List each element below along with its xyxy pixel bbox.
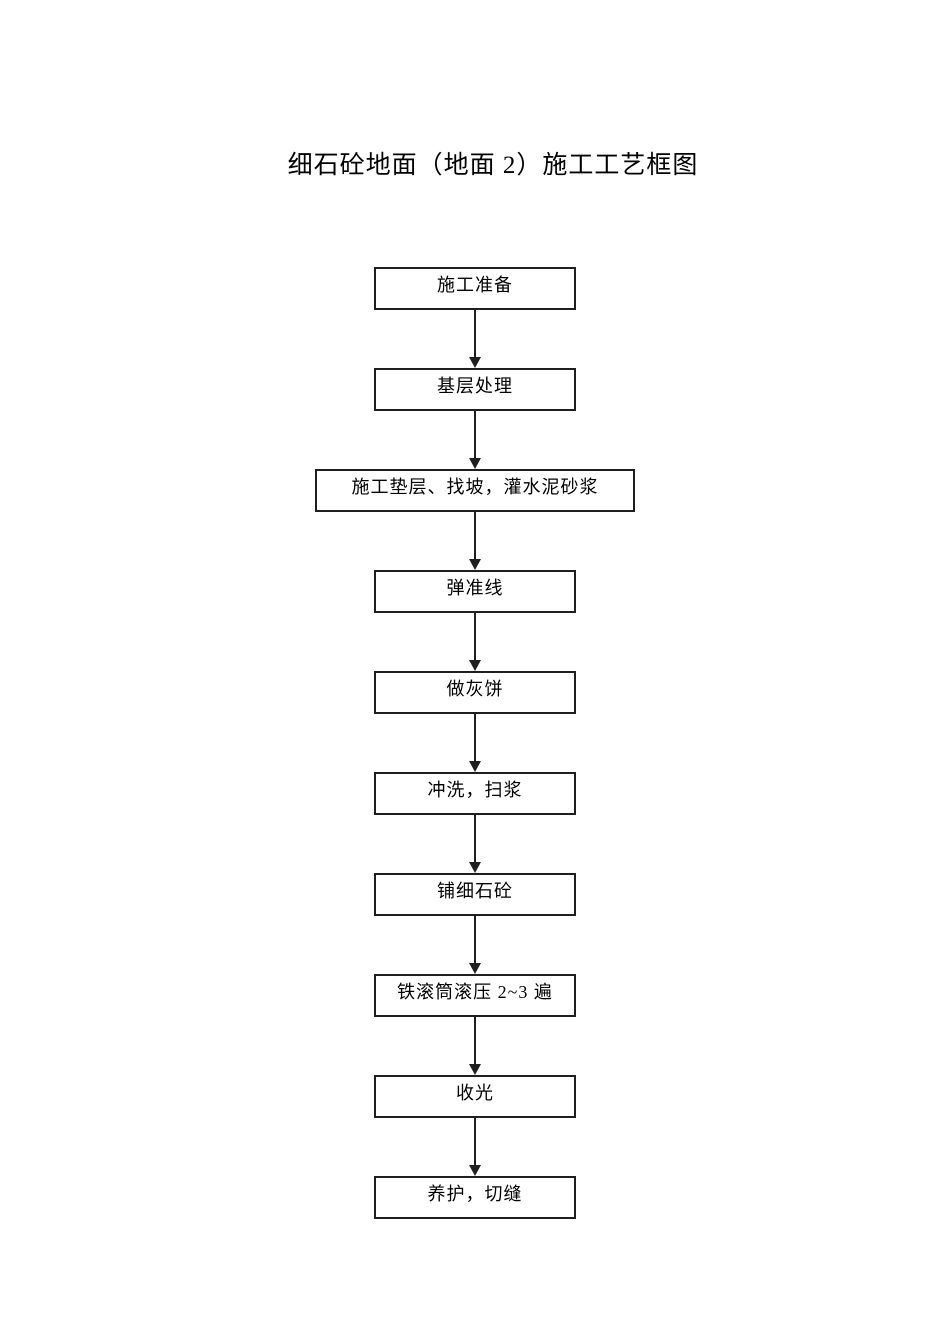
flow-step-label: 基层处理 bbox=[437, 376, 513, 396]
arrowhead-icon bbox=[469, 559, 481, 570]
arrow-line bbox=[474, 1017, 476, 1064]
flow-step-label: 施工准备 bbox=[437, 275, 513, 295]
flow-step-lay-fine-concrete: 铺细石砼 bbox=[374, 873, 576, 916]
arrowhead-icon bbox=[469, 963, 481, 974]
flow-step-curing-cut-joints: 养护，切缝 bbox=[374, 1176, 576, 1219]
flow-step-label: 铺细石砼 bbox=[437, 881, 513, 901]
flow-step-label: 铁滚筒滚压 2~3 遍 bbox=[397, 982, 553, 1002]
arrow-line bbox=[474, 714, 476, 761]
arrow-line bbox=[474, 613, 476, 660]
arrowhead-icon bbox=[469, 357, 481, 368]
flow-step-label: 施工垫层、找坡，灌水泥砂浆 bbox=[351, 477, 599, 497]
flow-step-cushion-slope-mortar: 施工垫层、找坡，灌水泥砂浆 bbox=[315, 469, 635, 512]
arrowhead-icon bbox=[469, 862, 481, 873]
flow-step-label: 养护，切缝 bbox=[427, 1184, 523, 1204]
arrowhead-icon bbox=[469, 660, 481, 671]
flow-step-snap-reference-line: 弹准线 bbox=[374, 570, 576, 613]
page-title: 细石砼地面（地面 2）施工工艺框图 bbox=[287, 152, 699, 179]
down-arrow bbox=[468, 916, 482, 974]
flowchart: 施工准备 基层处理 施工垫层、找坡，灌水泥砂浆 弹准线 做灰饼 冲洗，扫浆 bbox=[0, 267, 950, 1219]
flow-step-finishing: 收光 bbox=[374, 1075, 576, 1118]
down-arrow bbox=[468, 815, 482, 873]
flow-step-construction-preparation: 施工准备 bbox=[374, 267, 576, 310]
flow-step-wash-sweep-slurry: 冲洗，扫浆 bbox=[374, 772, 576, 815]
flow-step-label: 做灰饼 bbox=[446, 679, 504, 699]
down-arrow bbox=[468, 1017, 482, 1075]
flow-step-label: 冲洗，扫浆 bbox=[427, 780, 523, 800]
arrow-line bbox=[474, 815, 476, 862]
flow-step-mortar-cakes: 做灰饼 bbox=[374, 671, 576, 714]
flow-step-label: 收光 bbox=[456, 1083, 494, 1103]
arrow-line bbox=[474, 512, 476, 559]
arrow-line bbox=[474, 916, 476, 963]
down-arrow bbox=[468, 613, 482, 671]
down-arrow bbox=[468, 714, 482, 772]
arrowhead-icon bbox=[469, 1064, 481, 1075]
down-arrow bbox=[468, 411, 482, 469]
arrow-line bbox=[474, 310, 476, 357]
flow-step-roller-compaction: 铁滚筒滚压 2~3 遍 bbox=[374, 974, 576, 1017]
flow-step-base-treatment: 基层处理 bbox=[374, 368, 576, 411]
down-arrow bbox=[468, 512, 482, 570]
flow-step-label: 弹准线 bbox=[446, 578, 504, 598]
down-arrow bbox=[468, 1118, 482, 1176]
down-arrow bbox=[468, 310, 482, 368]
arrowhead-icon bbox=[469, 1165, 481, 1176]
arrow-line bbox=[474, 1118, 476, 1165]
arrow-line bbox=[474, 411, 476, 458]
arrowhead-icon bbox=[469, 761, 481, 772]
arrowhead-icon bbox=[469, 458, 481, 469]
